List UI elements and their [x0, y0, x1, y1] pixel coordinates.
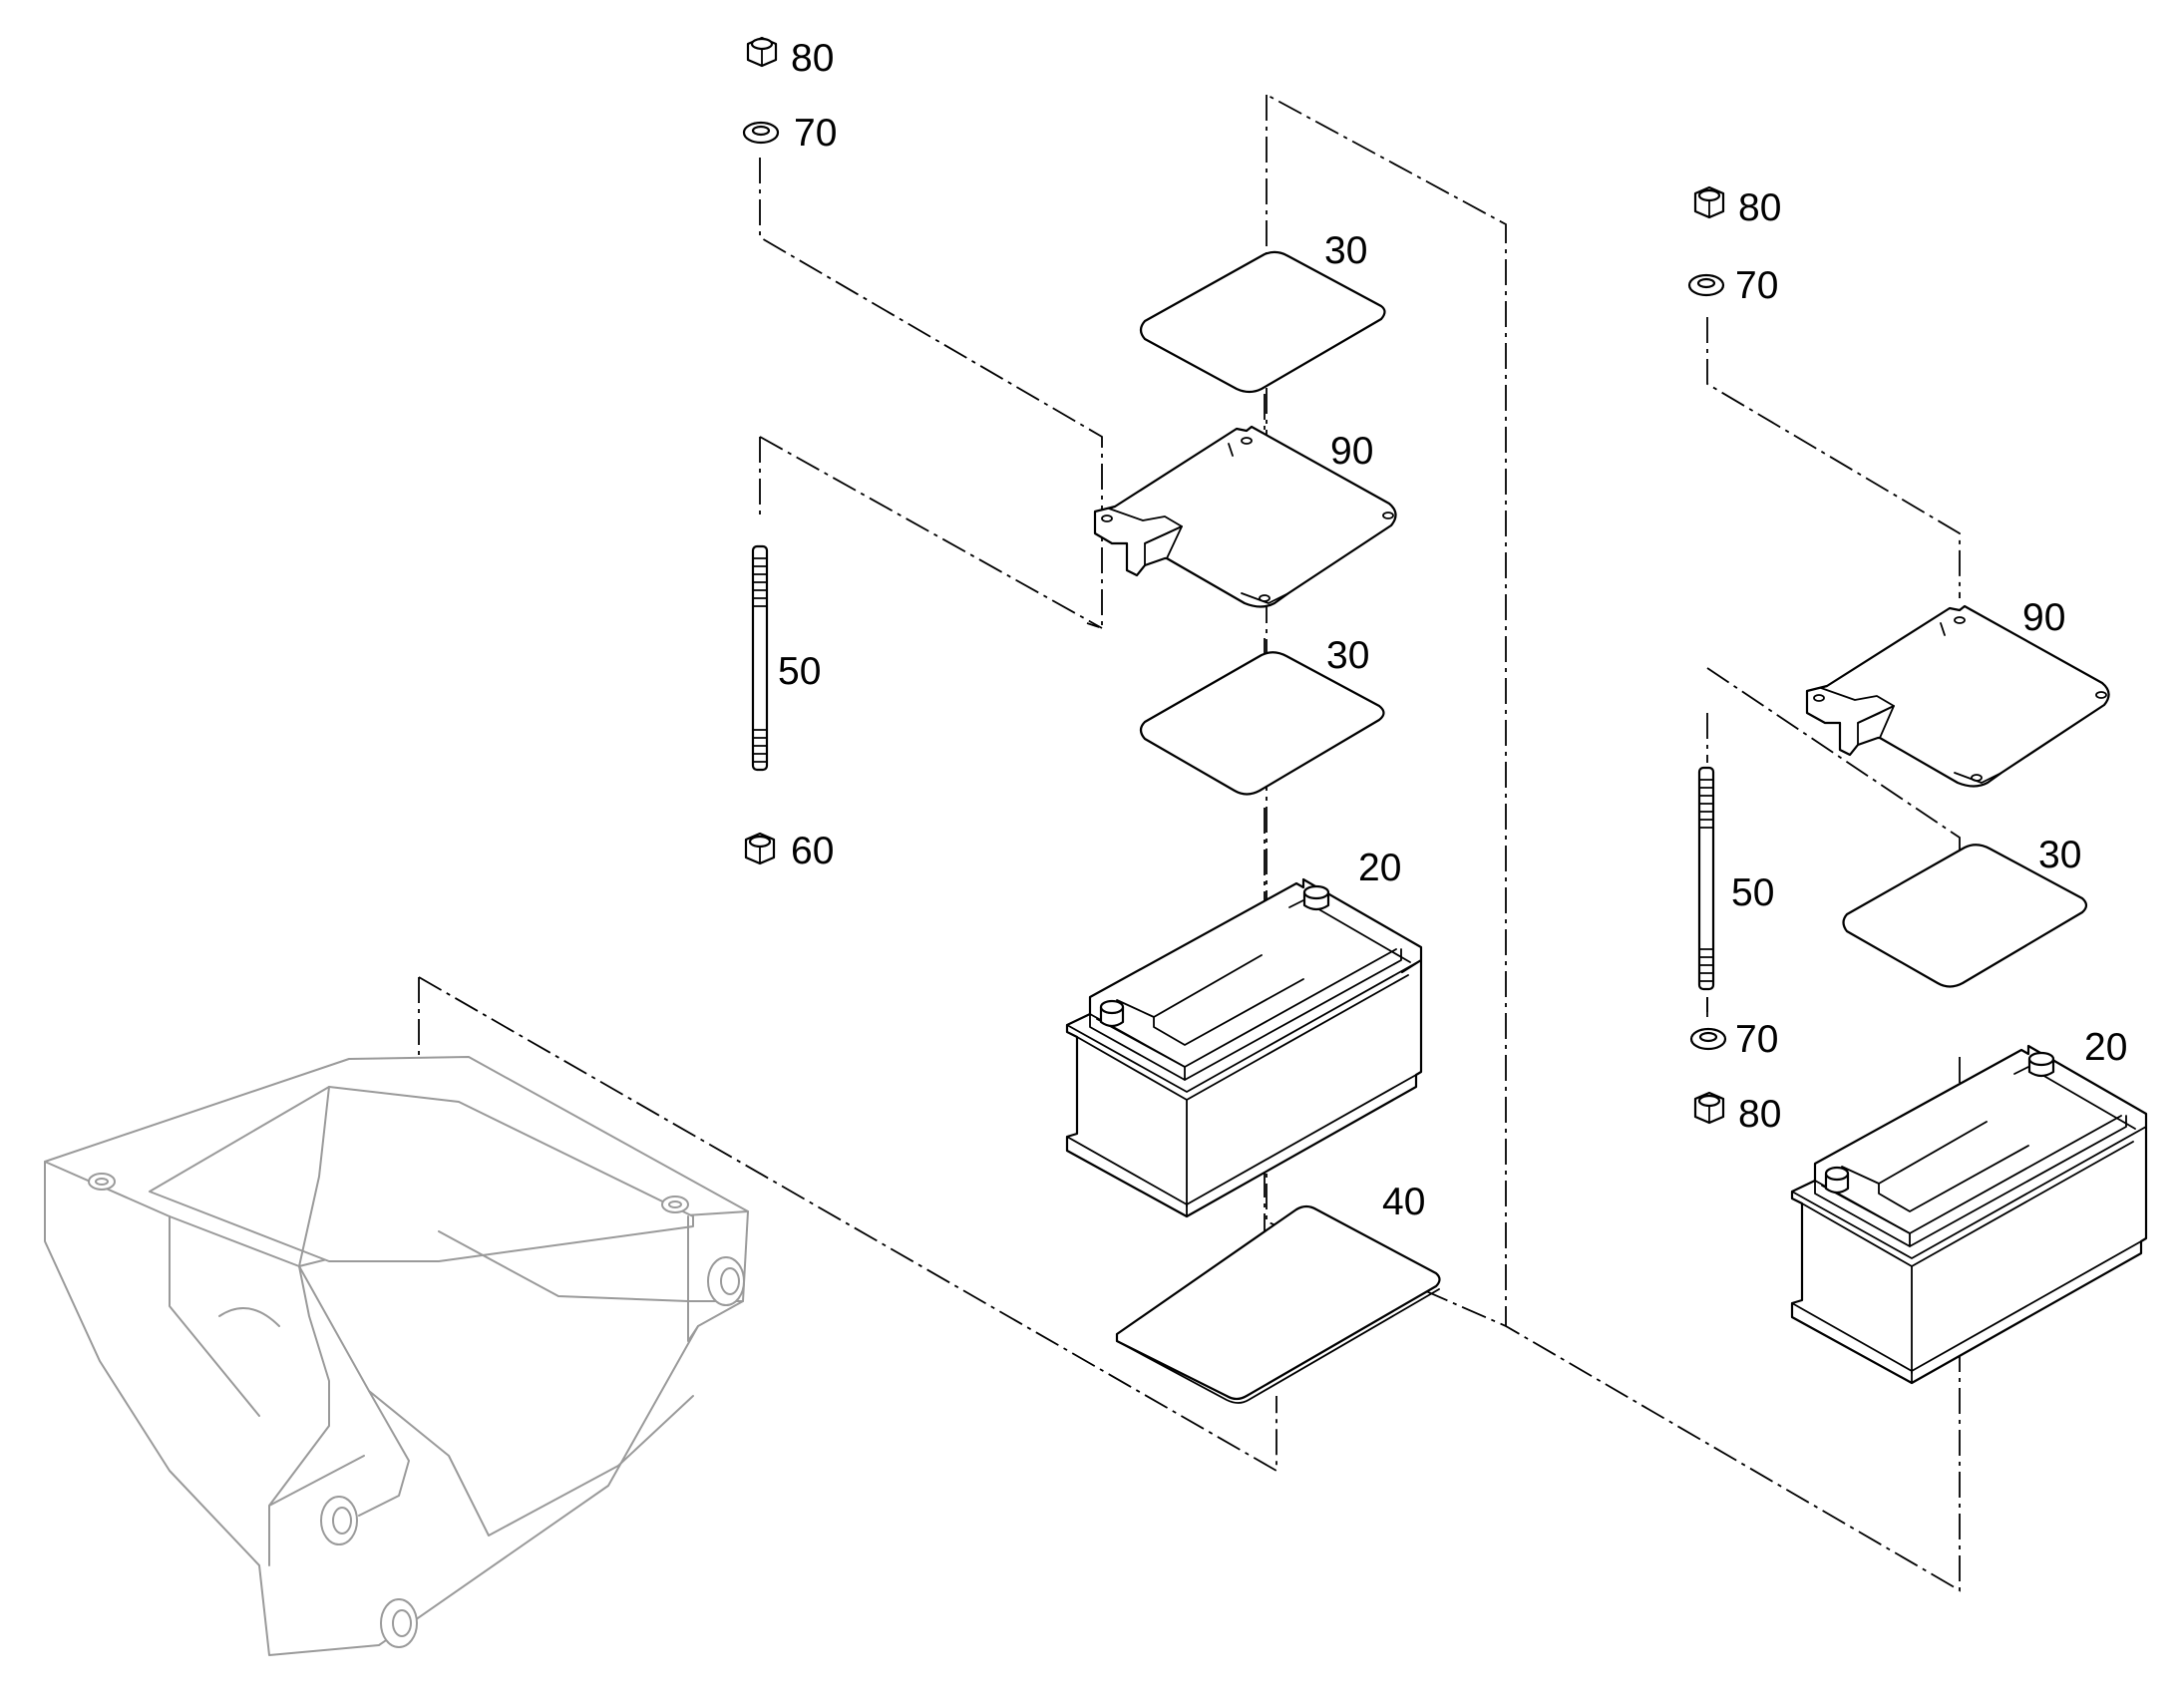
battery-icon: [1790, 1044, 2148, 1385]
callout-nut-bottom-right: 80: [1738, 1093, 1781, 1136]
nut-icon: [1693, 1091, 1725, 1125]
callout-washer-top-left: 70: [794, 112, 837, 155]
callout-clamp-left: 90: [1330, 430, 1373, 473]
battery-icon: [1065, 877, 1423, 1218]
washer-icon: [1689, 1027, 1727, 1051]
callout-battery-right: 20: [2084, 1026, 2127, 1069]
cover-plate-icon: [1842, 844, 2088, 988]
threaded-stud-icon: [1697, 766, 1715, 991]
callout-washer-top-right: 70: [1735, 264, 1778, 307]
callout-washer-bottom-right: 70: [1735, 1018, 1778, 1061]
callout-nut-top-right: 80: [1738, 186, 1781, 229]
callout-cover-mid-left: 30: [1326, 634, 1369, 677]
callout-cover-right: 30: [2038, 834, 2081, 876]
nut-icon: [746, 36, 778, 68]
callout-nut-bottom-left: 60: [791, 830, 834, 872]
callout-pad-left: 40: [1382, 1181, 1425, 1223]
callout-battery-left: 20: [1358, 847, 1401, 889]
threaded-stud-icon: [751, 544, 769, 772]
nut-icon: [1693, 185, 1725, 219]
callout-stud-right: 50: [1731, 871, 1774, 914]
pad-plate-icon: [1115, 1204, 1441, 1404]
callout-nut-top-left: 80: [791, 37, 834, 80]
cover-plate-icon: [1139, 651, 1385, 796]
washer-icon: [1687, 273, 1725, 297]
washer-icon: [742, 121, 780, 145]
battery-tray-ghost: [44, 1056, 749, 1656]
callout-clamp-right: 90: [2022, 596, 2065, 639]
callout-stud-left: 50: [778, 650, 821, 693]
callout-cover-top-left: 30: [1324, 229, 1367, 272]
nut-icon: [744, 832, 776, 865]
clamp-bracket-icon: [1805, 604, 2110, 788]
cover-plate-icon: [1139, 250, 1386, 394]
clamp-bracket-icon: [1093, 425, 1397, 608]
